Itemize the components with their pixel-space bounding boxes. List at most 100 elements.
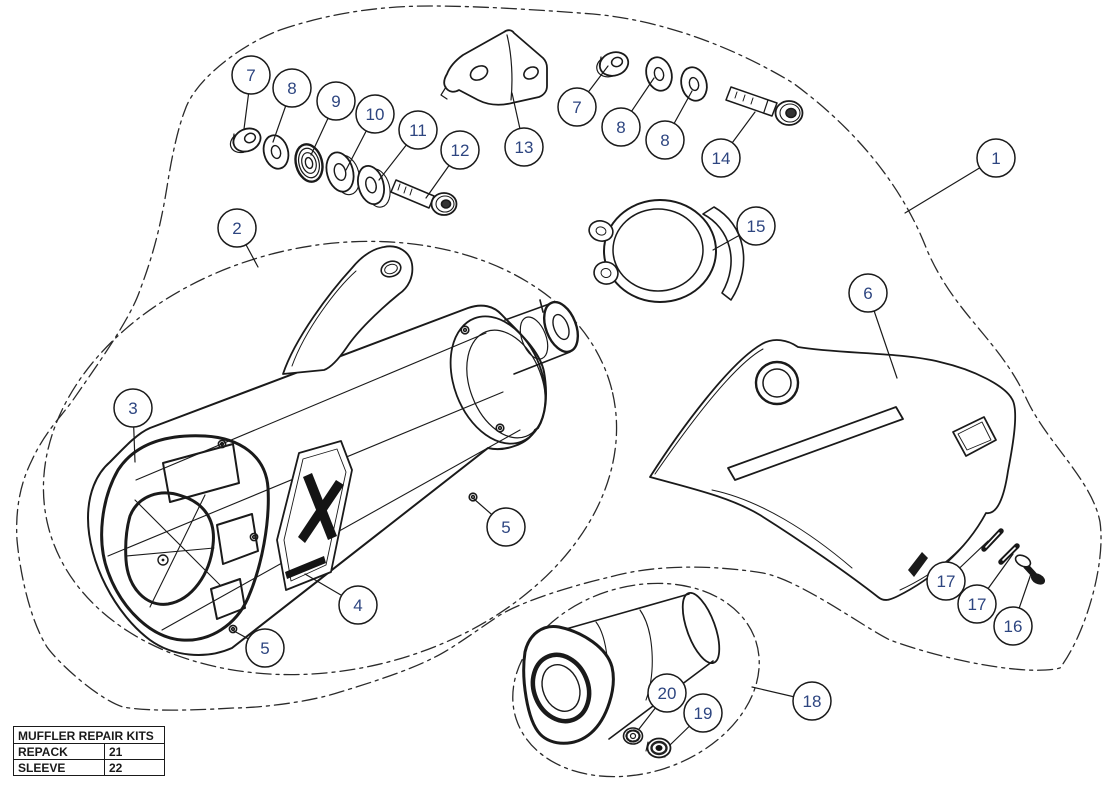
cap-rivets	[217, 325, 505, 634]
cap-vent-slot	[216, 513, 259, 565]
bracket-notch	[440, 86, 448, 100]
shield-edge-tab	[908, 552, 928, 577]
hanger-hole-inner	[384, 263, 398, 275]
linkpipe-illustration	[522, 592, 721, 759]
bracket-hole	[523, 66, 539, 80]
callout-18-label: 18	[803, 692, 822, 711]
kit-name-cell: REPACK	[14, 744, 105, 759]
callout-7b: 7	[557, 87, 597, 127]
callout-7-label: 7	[572, 98, 581, 117]
callout-20-label: 20	[658, 684, 677, 703]
flange-nut	[596, 51, 630, 78]
shield-rim-line	[899, 512, 987, 591]
callout-8-label: 8	[660, 131, 669, 150]
shield-mount-hole-inner	[762, 368, 792, 398]
callout-17-label: 17	[937, 572, 956, 591]
middle-fastener-row	[596, 51, 804, 126]
spring-pin-core	[1002, 547, 1016, 561]
callout-14-label: 14	[712, 149, 731, 168]
repair-kits-table-title: MUFFLER REPAIR KITS	[14, 727, 164, 744]
shield-rect-hole	[952, 416, 997, 457]
full-kit-outline	[16, 5, 1102, 711]
clamp-illustration	[588, 199, 745, 303]
outlet-step-ring	[519, 316, 549, 360]
bracket-illustration	[440, 29, 548, 106]
outlet-pipe-top	[504, 302, 553, 321]
rivet	[1014, 554, 1046, 585]
cap-vent-slot	[210, 578, 246, 620]
outlet-end-ring	[542, 300, 580, 354]
callout-3-label: 3	[128, 399, 137, 418]
muffler-hanger-bracket	[282, 245, 414, 375]
kit-name-cell: SLEEVE	[14, 760, 105, 775]
rear-standoff-ring	[466, 329, 546, 439]
callout-8-label: 8	[287, 79, 296, 98]
callout-1-label: 1	[991, 149, 1000, 168]
callout-19: 19	[683, 693, 723, 733]
callout-13-label: 13	[515, 138, 534, 157]
callout-5-label: 5	[501, 518, 510, 537]
table-row: REPACK 21	[14, 744, 164, 760]
brand-wordmark	[285, 556, 326, 579]
callout-9: 9	[316, 81, 356, 121]
flat-washer	[357, 164, 391, 208]
serrated-washer	[622, 727, 644, 745]
outlet-bore	[552, 313, 570, 341]
table-row: SLEEVE 22	[14, 760, 164, 775]
callout-6-label: 6	[863, 284, 872, 303]
kit-ref-cell: 21	[109, 745, 123, 759]
callout-11: 11	[398, 110, 438, 150]
clamp-band-outer	[603, 199, 717, 303]
shield-slot	[727, 406, 904, 481]
bracket-fold-line	[506, 34, 513, 101]
callout-17-label: 17	[968, 595, 987, 614]
clamp-bolt-boss	[588, 220, 614, 242]
callout-6: 6	[848, 273, 888, 313]
callout-7-label: 7	[246, 66, 255, 85]
flat-washer	[262, 134, 290, 170]
linkpipe-kit-outline	[512, 582, 760, 778]
shield-rect-hole-inner	[957, 421, 992, 451]
shield-mount-hole	[754, 360, 800, 406]
kit-ref-cell: 22	[109, 761, 123, 775]
callout-20: 20	[647, 673, 687, 713]
callout-12-label: 12	[451, 141, 470, 160]
callout-14: 14	[701, 138, 741, 178]
heat-shield-illustration	[649, 339, 1017, 601]
flat-washer	[325, 151, 361, 196]
bracket-plate	[443, 29, 548, 106]
sleeve-seam-line	[161, 429, 521, 631]
callout-15: 15	[736, 206, 776, 246]
callout-15-label: 15	[747, 217, 766, 236]
heat-shield-outline	[649, 339, 1017, 601]
linkpipe-inlet-cap	[522, 624, 615, 745]
callout-8: 8	[272, 68, 312, 108]
socket-bolt	[390, 179, 458, 216]
muffler-illustration	[87, 245, 580, 656]
flat-washer	[680, 66, 708, 102]
outlet-notch	[539, 299, 544, 313]
callout-7: 7	[231, 55, 271, 95]
flange-nut	[645, 737, 672, 759]
callout-17: 17	[926, 561, 966, 601]
callout-19-label: 19	[694, 704, 713, 723]
callout-10: 10	[355, 94, 395, 134]
hanger-hole	[380, 260, 402, 278]
callout-12: 12	[440, 130, 480, 170]
clamp-bolt-boss	[593, 261, 619, 285]
callout-5-label: 5	[260, 639, 269, 658]
muffler-kit-outline	[42, 240, 618, 676]
clamp-band-inner	[612, 208, 704, 292]
hanger-fold-line	[291, 270, 357, 367]
flange-nut	[229, 127, 262, 154]
callout-8-label: 8	[616, 118, 625, 137]
linkpipe-inlet-ring	[530, 652, 592, 724]
cap-drain-hole	[157, 554, 169, 566]
callout-10-label: 10	[366, 105, 385, 124]
linkpipe-end-ring	[681, 592, 721, 664]
callout-4: 4	[338, 585, 378, 625]
callout-5: 5	[245, 628, 285, 668]
linkpipe-inlet-bore	[541, 664, 581, 712]
flat-washer	[645, 56, 673, 92]
